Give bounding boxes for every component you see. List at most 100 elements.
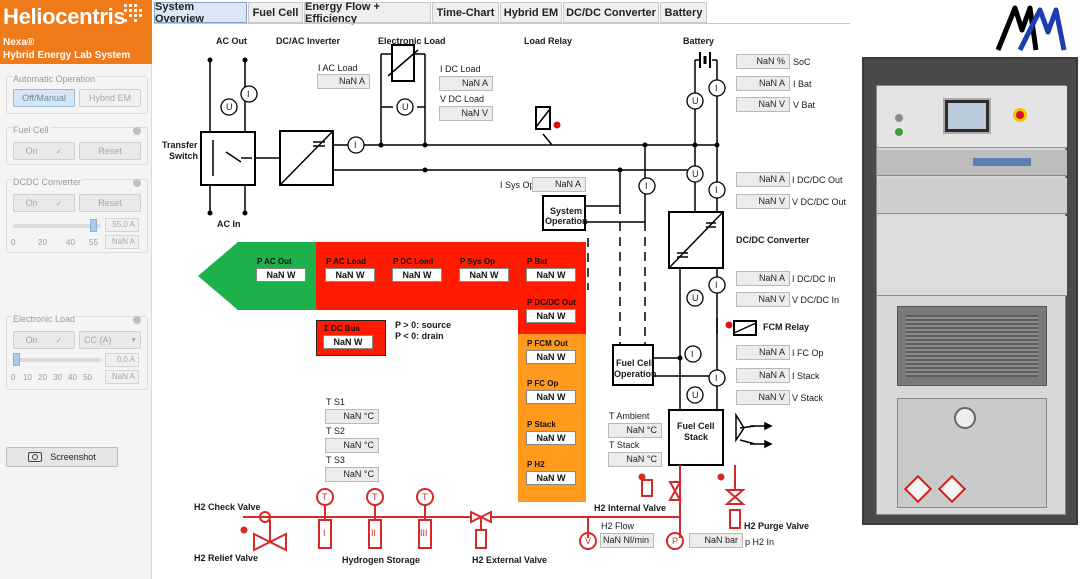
sign-note-source: P > 0: source (395, 320, 452, 330)
sensor-u-label: U (692, 293, 699, 303)
p-h2-in-label: p H2 In (745, 537, 775, 547)
dcdc-reset-button[interactable]: Reset (79, 194, 141, 212)
tab-dcdc-converter[interactable]: DC/DC Converter (563, 2, 659, 23)
ac-out-label: AC Out (216, 36, 247, 46)
operation-label: Operation (545, 216, 588, 226)
slider-tick: 10 (23, 373, 32, 382)
eload-mode-select[interactable]: CC (A) ▼ (79, 331, 141, 349)
emergency-stop-ring (1013, 108, 1027, 122)
hydrogen-storage-label: Hydrogen Storage (342, 555, 421, 565)
sensor-i-label: I (247, 89, 250, 99)
tab-divider (154, 23, 850, 24)
pressure-sensor-label: P (672, 536, 679, 546)
left-panel: Heliocentris Nexa® Hybrid Energy Lab Sys… (0, 0, 152, 579)
i-fc-op-label: I FC Op (792, 348, 824, 358)
dcdc-on-button[interactable]: On ✓ (13, 194, 75, 212)
eload-readout: NaN A (105, 370, 139, 384)
p-h2-in-value: NaN bar (689, 533, 743, 548)
tab-hybrid-em[interactable]: Hybrid EM (500, 2, 562, 23)
ts1-label: T S1 (326, 397, 345, 407)
i-dcdc-out-value: NaN A (736, 172, 790, 187)
slider-tick: 50 (83, 373, 92, 382)
sign-note-drain: P < 0: drain (395, 331, 444, 341)
i-dcdc-in-value: NaN A (736, 271, 790, 286)
dcdc-setpoint-field[interactable]: 55,0 A (105, 218, 139, 232)
touchscreen (943, 98, 991, 134)
slider-tick: 0 (11, 373, 16, 382)
gear-icon[interactable] (133, 127, 141, 135)
p-bat-value: NaN W (526, 268, 576, 282)
tab-time-chart[interactable]: Time-Chart (432, 2, 499, 23)
chevron-down-icon: ▼ (130, 336, 137, 344)
load-relay-label: Load Relay (524, 36, 573, 46)
check-icon: ✓ (55, 198, 63, 208)
electronic-load-label: Electronic Load (378, 36, 446, 46)
tab-battery[interactable]: Battery (660, 2, 707, 23)
p-dcdc-out-value: NaN W (526, 309, 576, 323)
ac-in-label: AC In (217, 219, 241, 229)
sensor-i-label: I (715, 185, 718, 195)
v-dcdc-in-label: V DC/DC In (792, 295, 840, 305)
power-unit (877, 150, 1067, 176)
i-stack-label: I Stack (792, 371, 820, 381)
p-fc-op-value: NaN W (526, 390, 576, 404)
v-dcdc-in-value: NaN V (736, 292, 790, 307)
v-stack-value: NaN V (736, 390, 790, 405)
gear-icon[interactable] (133, 316, 141, 324)
sensor-i-label: I (354, 140, 357, 150)
electronic-load-group: Electronic Load On ✓ CC (A) ▼ 0,0 A 0 10… (6, 314, 148, 390)
dcdc-slider-thumb[interactable] (90, 219, 97, 232)
p-fc-op-label: P FC Op (527, 379, 559, 388)
product-subtitle: Hybrid Energy Lab System (3, 50, 131, 61)
eload-on-button[interactable]: On ✓ (13, 331, 75, 349)
eload-slider-thumb[interactable] (13, 353, 20, 366)
p-h2-label: P H2 (527, 460, 545, 469)
p-stack-value: NaN W (526, 431, 576, 445)
indicator-light (895, 128, 903, 136)
ts3-label: T S3 (326, 455, 345, 465)
gear-icon[interactable] (133, 179, 141, 187)
p-stack-label: P Stack (527, 420, 556, 429)
v-dcdc-out-label: V DC/DC Out (792, 197, 847, 207)
tab-energy-flow[interactable]: Energy Flow + Efficiency (304, 1, 431, 25)
screenshot-button[interactable]: Screenshot (6, 447, 118, 467)
group-title: DCDC Converter (12, 177, 83, 187)
p-dc-load-label: P DC Load (393, 257, 434, 266)
h2-purge-valve-label: H2 Purge Valve (744, 521, 810, 531)
sensor-u-label: U (226, 102, 233, 112)
sensor-u-label: U (692, 96, 699, 106)
slider-tick: 20 (38, 238, 47, 247)
tab-fuel-cell[interactable]: Fuel Cell (248, 2, 303, 23)
i-dcdc-in-label: I DC/DC In (792, 274, 836, 284)
fc-stack-label-2: Stack (684, 432, 709, 442)
dcdc-slider-track[interactable] (13, 224, 101, 228)
h2-check-valve-label: H2 Check Valve (194, 502, 261, 512)
ts3-value: NaN °C (325, 467, 379, 482)
tab-system-overview[interactable]: System Overview (154, 1, 247, 25)
sensor-i-label: I (715, 373, 718, 383)
t-stack-value: NaN °C (608, 452, 662, 467)
cabinet-front-panel (876, 85, 1067, 515)
button-label: Screenshot (50, 452, 96, 462)
slider-tick: 55 (89, 238, 98, 247)
eload-setpoint-field[interactable]: 0,0 A (105, 353, 139, 367)
ts2-value: NaN °C (325, 438, 379, 453)
eload-slider-track[interactable] (13, 358, 101, 362)
fuel-cell-on-button[interactable]: On ✓ (13, 142, 75, 160)
v-bat-label: V Bat (793, 100, 816, 110)
cylinder-label: III (420, 528, 428, 538)
sensor-i-label: I (715, 83, 718, 93)
fuel-cell-reset-button[interactable]: Reset (79, 142, 141, 160)
off-manual-button[interactable]: Off/Manual (13, 89, 75, 107)
slider-tick: 40 (68, 373, 77, 382)
i-bat-label: I Bat (793, 79, 812, 89)
button-label: On (25, 198, 38, 208)
p-sys-op-value: NaN W (459, 268, 509, 282)
camera-icon (28, 452, 43, 462)
p-h2-value: NaN W (526, 471, 576, 485)
i-bat-value: NaN A (736, 76, 790, 91)
hybrid-em-button[interactable]: Hybrid EM (79, 89, 141, 107)
